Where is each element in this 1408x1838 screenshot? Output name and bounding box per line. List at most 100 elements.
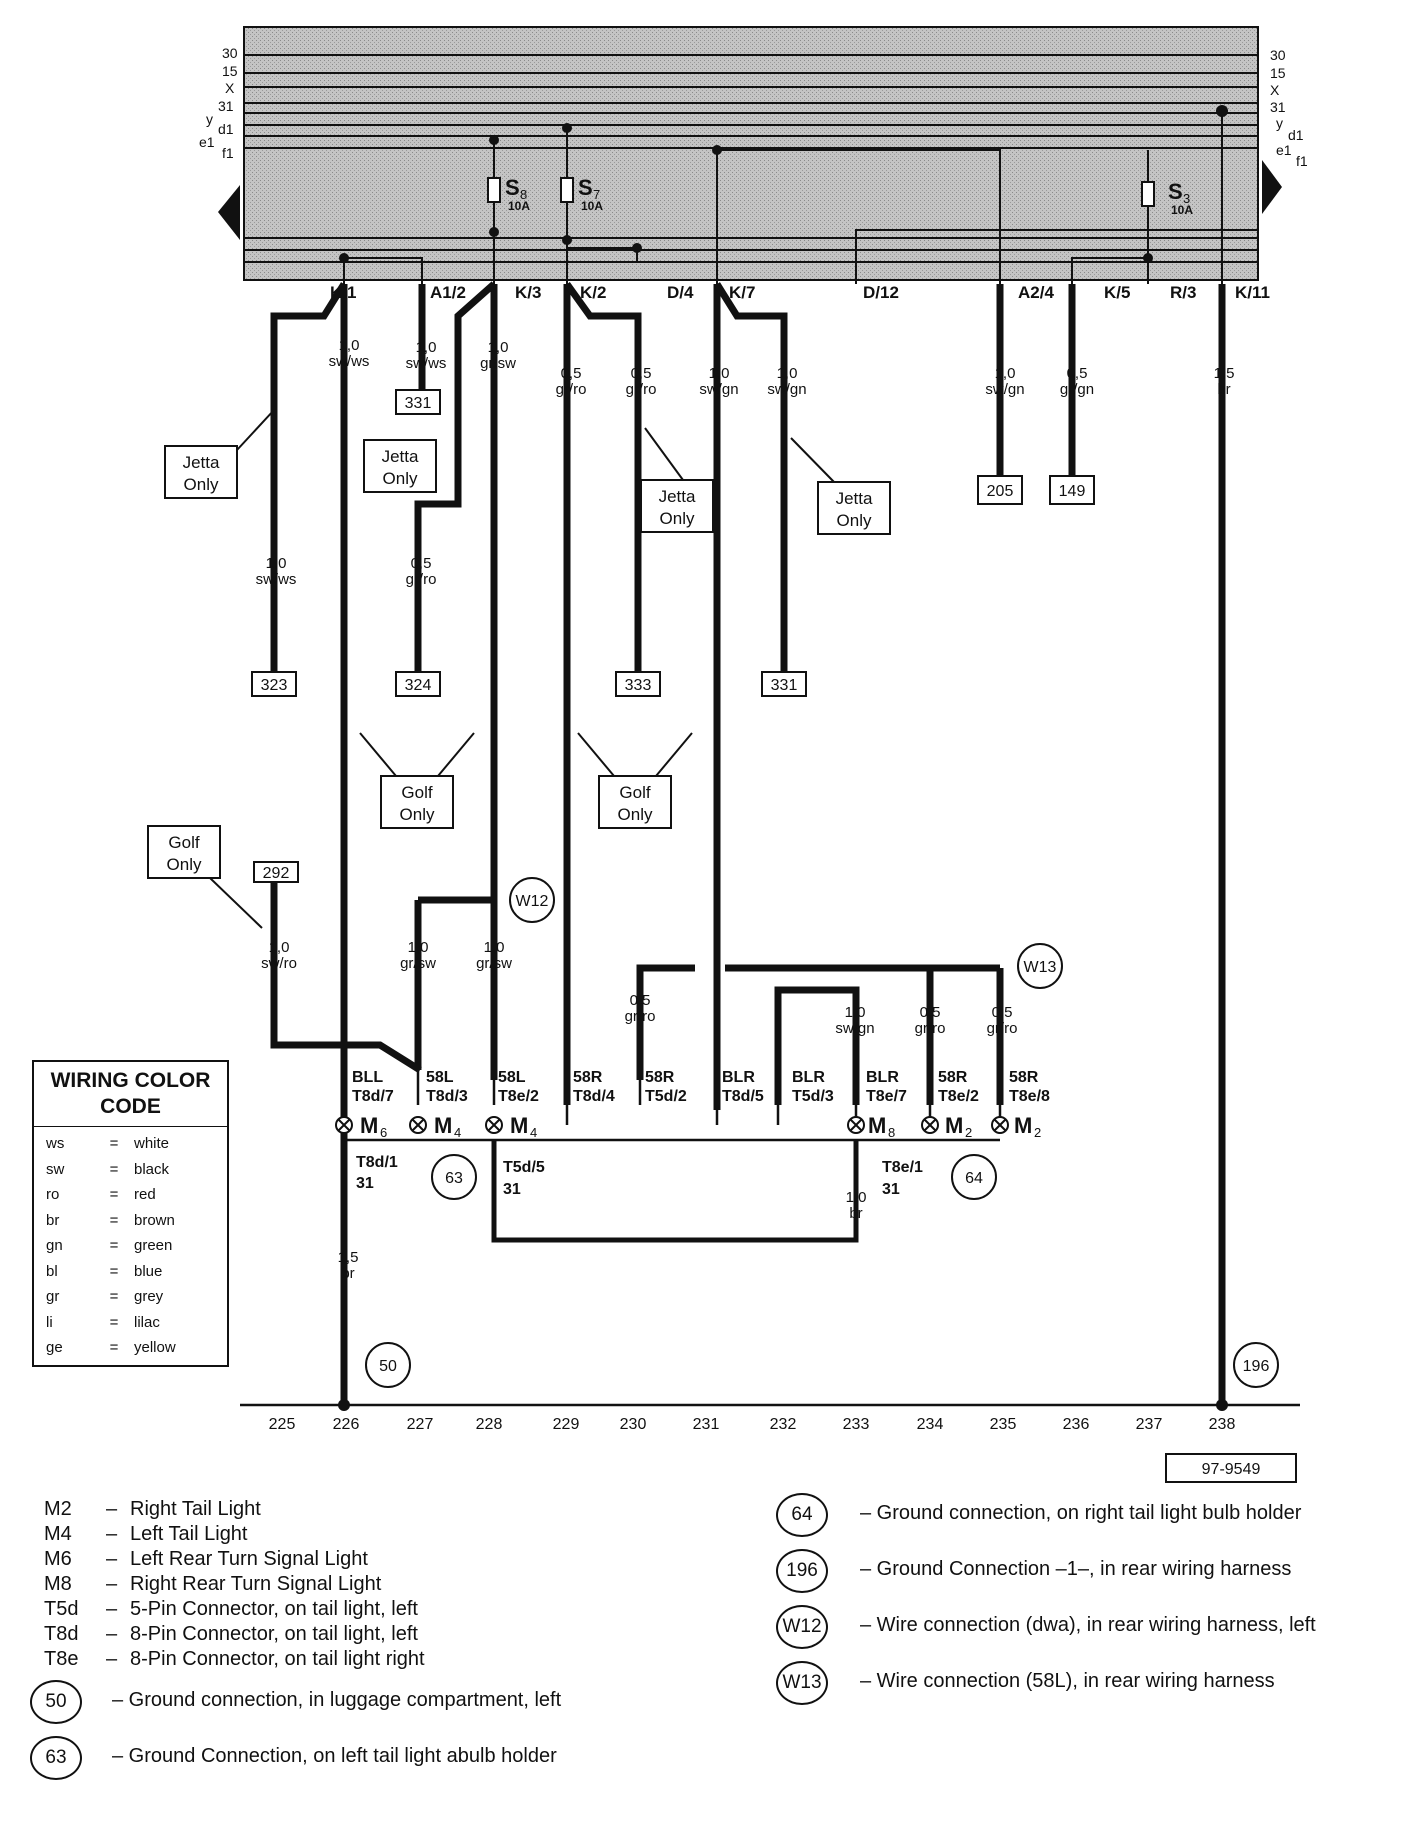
color-code-table: ws=white sw=black ro=red br=brown gn=gre… — [46, 1131, 176, 1361]
wire-color: gr/ro — [556, 381, 587, 398]
pin-label: K/11 — [1235, 283, 1270, 302]
terminal-label: e1 — [1276, 142, 1292, 158]
circle-label: W13 — [1024, 959, 1057, 976]
wire-color: sw/ws — [329, 353, 370, 370]
lamp-sub: 6 — [380, 1125, 387, 1140]
connector-signal: BLR — [792, 1069, 825, 1086]
fuse-sub: 8 — [520, 187, 527, 202]
wires — [270, 281, 1226, 1405]
legend-desc: Left Rear Turn Signal Light — [130, 1548, 368, 1570]
fuse-rating: 10A — [1171, 203, 1193, 217]
ground-legend-desc: – Ground connection, in luggage compartm… — [112, 1689, 562, 1711]
wiring-color-code: WIRING COLOR CODE ws=white sw=black ro=r… — [32, 1060, 229, 1367]
component-legend: M2–Right Tail Light M4–Left Tail Light M… — [44, 1497, 425, 1672]
terminal-label: 15 — [1270, 65, 1286, 81]
connector-pin: T8e/2 — [938, 1088, 979, 1105]
ground-pin-num: 31 — [503, 1181, 521, 1198]
terminal-label: 31 — [1270, 99, 1286, 115]
legend-item: M4–Left Tail Light — [44, 1522, 425, 1547]
wire-color: sw/ws — [406, 355, 447, 372]
lamp-symbol-m2: M 2 — [921, 1113, 972, 1140]
connector-signal: 58R — [645, 1069, 675, 1086]
color-code-title-line2: CODE — [100, 1095, 161, 1118]
wire-size: 1,0 — [269, 939, 290, 956]
color-name: red — [134, 1186, 156, 1204]
wire-color: gr/ro — [915, 1020, 946, 1037]
wire-color: br — [1217, 381, 1230, 398]
legend-dash: – — [106, 1623, 118, 1645]
ground-wires — [491, 1140, 859, 1243]
equals: = — [109, 1160, 119, 1178]
wire-color: gr/sw — [476, 955, 512, 972]
wire-color: sw/gn — [985, 381, 1024, 398]
legend-code: M8 — [44, 1573, 72, 1595]
color-code-title: WIRING COLOR CODE — [34, 1062, 227, 1127]
ref-box: 205 — [987, 483, 1014, 500]
note-line: Only — [837, 511, 872, 530]
legend-dash: – — [106, 1498, 118, 1520]
panel-junctions — [339, 105, 1228, 263]
wire-size: 0,5 — [992, 1004, 1013, 1021]
connector-pin: T8e/7 — [866, 1088, 907, 1105]
color-code-row: ro=red — [46, 1182, 176, 1208]
pin-label: K/5 — [1104, 283, 1130, 302]
ref-box: 149 — [1059, 483, 1086, 500]
circle-label: 64 — [965, 1170, 983, 1187]
wire-size: 1,0 — [266, 555, 287, 572]
ground-pin: T8e/1 — [882, 1159, 923, 1176]
wire-color: br — [849, 1205, 862, 1222]
wire-labels: 1,0 sw/ws 1,0 sw/ws 1,0 gr/sw 0,5 gr/ro … — [256, 337, 1235, 1282]
terminal-label: 30 — [222, 45, 238, 61]
ground-legend-circle: W12 — [776, 1605, 828, 1649]
ref-box: 323 — [261, 677, 288, 694]
legend-dash: – — [106, 1548, 118, 1570]
fuse-name: S — [578, 175, 593, 200]
connector-pin: T8d/4 — [573, 1088, 615, 1105]
ref-box: 331 — [771, 677, 798, 694]
lamp-name: M — [868, 1113, 886, 1138]
pin-label: R/3 — [1170, 283, 1196, 302]
wire-size: 1,0 — [709, 365, 730, 382]
wire-size: 1,5 — [338, 1249, 359, 1266]
note-line: Only — [400, 805, 435, 824]
jetta-only-note: Jetta Only — [640, 427, 714, 533]
legend-item: T8e–8-Pin Connector, on tail light right — [44, 1647, 425, 1672]
wire-connection-w12 — [509, 877, 555, 923]
lamp-name: M — [945, 1113, 963, 1138]
connector-pin: T8e/8 — [1009, 1088, 1050, 1105]
ruler-number: 233 — [843, 1416, 870, 1433]
ground-legend-desc: – Wire connection (dwa), in rear wiring … — [860, 1614, 1316, 1636]
fuse-rating: 10A — [508, 199, 530, 213]
wire-size: 0,5 — [631, 365, 652, 382]
connector-signal: 58R — [573, 1069, 603, 1086]
wire-size: 0,5 — [920, 1004, 941, 1021]
wire-size: 1,0 — [845, 1004, 866, 1021]
legend-code: M2 — [44, 1498, 72, 1520]
ground-circle-50 — [365, 1342, 411, 1388]
fuse-s3: S 3 10A — [1141, 179, 1193, 217]
wire-size: 1,0 — [995, 365, 1016, 382]
wire-size: 1,0 — [484, 939, 505, 956]
note-line: Golf — [168, 833, 199, 852]
color-name: yellow — [134, 1339, 176, 1357]
legend-desc: 8-Pin Connector, on tail light, left — [130, 1623, 418, 1645]
pin-label: K/2 — [580, 283, 606, 302]
central-electric-panel — [218, 26, 1282, 281]
ruler-number: 238 — [1209, 1416, 1236, 1433]
note-line: Only — [383, 469, 418, 488]
legend-item: M8–Right Rear Turn Signal Light — [44, 1572, 425, 1597]
fuse-s8: S 8 10A — [487, 175, 530, 213]
connector-pin: T5d/3 — [792, 1088, 834, 1105]
wire-color: sw/gn — [835, 1020, 874, 1037]
pin-label: D/4 — [667, 283, 694, 302]
wire-size: 0,5 — [1067, 365, 1088, 382]
lamp-name: M — [510, 1113, 528, 1138]
golf-only-note: Golf Only — [577, 732, 693, 829]
terminal-label: 31 — [218, 98, 234, 114]
fuse-rating: 10A — [581, 199, 603, 213]
pin-label: K/7 — [729, 283, 755, 302]
note-callouts: Jetta Only Jetta Only Jetta Only Jetta O… — [147, 409, 891, 929]
note-line: Jetta — [183, 453, 220, 472]
terminal-label: X — [1270, 82, 1280, 98]
wire-size: 1,0 — [488, 339, 509, 356]
